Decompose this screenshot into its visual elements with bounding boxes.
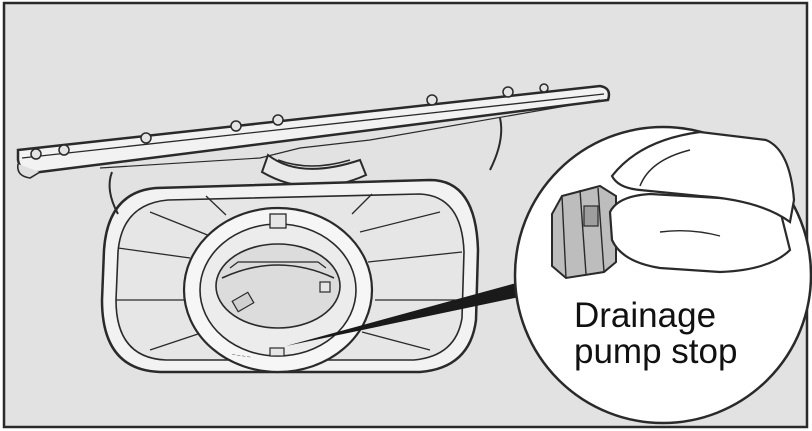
callout-pointer [286,282,524,346]
callout-label-line1: Drainage [574,296,717,335]
spray-arm-hub [260,153,368,188]
callout-label-line2: pump stop [574,332,738,371]
svg-text:‒ ‒ ‒ ‒: ‒ ‒ ‒ ‒ [232,352,252,361]
hand-icon [551,130,796,280]
spray-arm [16,83,611,215]
filter-ring: ‒ ‒ ‒ ‒ [182,206,374,374]
callout-label: Drainage pump stop [574,298,774,370]
drainage-pump-stop-icon [551,184,617,280]
